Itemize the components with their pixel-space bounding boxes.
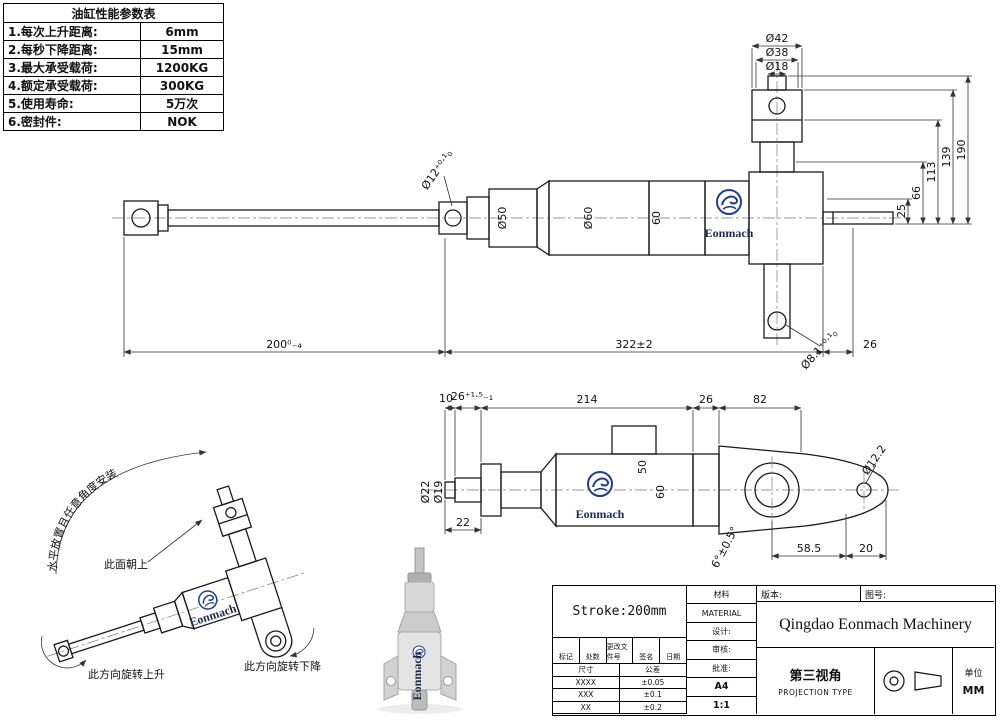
eonmach-logo-icon [716, 189, 742, 215]
rotate-down-note: 此方向旋转下降 [244, 659, 321, 673]
eonmach-logo-text: Eonmach [705, 226, 754, 240]
eonmach-logo-icon [587, 471, 613, 497]
table-row: 1.每次上升距离: 6mm [3, 22, 224, 41]
eonmach-logo-text: Eonmach [576, 507, 625, 521]
dim-label: 26 [863, 338, 877, 351]
tolerance-cell: XXXX [553, 676, 620, 689]
table-row: 4.额定承受载荷: 300KG [3, 76, 224, 95]
main-side-view: Eonmach Ø42 Ø38 Ø18 25 66 113 139 [112, 32, 972, 372]
tolerance-table: 尺寸 公差 XXXX ±0.05 XXX ±0.1 XX ±0.2 [553, 664, 687, 714]
tolerance-cell: ±0.05 [619, 677, 686, 689]
projection-label-cn: 第三视角 [789, 669, 842, 684]
unit-label: 单位 [964, 668, 983, 679]
version-label: 版本: [757, 586, 861, 602]
material-label-en: MATERIAL [687, 604, 756, 623]
table-row: 2.每秒下降距离: 15mm [3, 40, 224, 59]
svg-text:水平放置且任意角度安装: 水平放置且任意角度安装 [46, 467, 119, 573]
installation-note: 水平放置且任意角度安装 [46, 467, 119, 573]
dim-label: Ø12⁺⁰·¹₀ [419, 147, 456, 192]
dim-label: 22 [456, 516, 470, 529]
stroke-spec: Stroke:200mm [553, 586, 687, 638]
tolerance-header: 公差 [619, 664, 686, 677]
dim-label: 113 [925, 162, 938, 183]
revision-col: 更改文件号 [607, 638, 634, 663]
dim-label: 190 [955, 140, 968, 161]
param-label: 6.密封件: [3, 112, 141, 131]
dim-label: Ø42 [766, 32, 789, 45]
dim-label: 25 [895, 204, 908, 218]
param-label: 3.最大承受载荷: [3, 58, 141, 77]
dim-label: 26 [699, 393, 713, 406]
cylinder-parameter-table: 油缸性能参数表 1.每次上升距离: 6mm 2.每秒下降距离: 15mm 3.最… [3, 3, 224, 131]
projection-cell: 第三视角 PROJECTION TYPE [757, 648, 875, 714]
dim-label: Ø38 [766, 46, 789, 59]
table-row: 3.最大承受载荷: 1200KG [3, 58, 224, 77]
product-render: Eonmach [378, 547, 462, 714]
dim-label: Ø18 [766, 60, 789, 73]
dim-label: 10 [439, 392, 453, 405]
designer-label: 设计: [687, 623, 756, 642]
material-label-cn: 材料 [687, 586, 756, 605]
tolerance-cell: XX [553, 701, 620, 714]
param-value: 1200KG [140, 58, 224, 77]
unit-cell: 单位 MM [953, 648, 994, 714]
tolerance-cell: ±0.1 [619, 689, 686, 702]
dim-label: 139 [940, 147, 953, 168]
dim-label: 82 [753, 393, 767, 406]
sheet-size: A4 [687, 678, 756, 697]
projection-label-en: PROJECTION TYPE [778, 688, 853, 697]
tilted-installation-view: Eonmach 水平放置且任意角度安装 此面朝上 此方向旋转上升 此方向旋转下降 [40, 449, 321, 681]
drawing-scale: 1:1 [712, 699, 731, 711]
dim-label: 66 [910, 186, 923, 200]
revision-col: 处数 [580, 638, 607, 663]
dim-label: 6°±0.5° [709, 525, 741, 571]
table-row: 6.密封件: NOK [3, 112, 224, 131]
dim-label: 322±2 [615, 338, 652, 351]
drawing-number-label: 图号: [861, 586, 994, 602]
dim-label: 50 [636, 460, 649, 474]
param-value: NOK [140, 112, 224, 131]
dim-label: 26⁺¹·⁵₋₁ [451, 390, 493, 403]
rotate-up-note: 此方向旋转上升 [88, 667, 165, 681]
dim-label: Ø19 [432, 481, 445, 504]
tolerance-cell: XXX [553, 689, 620, 702]
dim-label: 60 [654, 485, 667, 499]
param-value: 15mm [140, 40, 224, 59]
second-side-view: Eonmach 10 26⁺¹·⁵₋₁ 214 26 82 Ø22 Ø19 [419, 390, 900, 570]
dim-label: 58.5 [797, 542, 822, 555]
face-up-note: 此面朝上 [104, 558, 148, 571]
company-name: Qingdao Eonmach Machinery [757, 602, 994, 648]
checker-label: 审核: [687, 641, 756, 660]
dim-label: 20 [859, 542, 873, 555]
unit-value: MM [962, 683, 985, 697]
approver-label: 批准: [687, 660, 756, 679]
dim-label: Ø8.1⁺⁰·¹₀ [798, 327, 841, 372]
dim-label: Ø50 [496, 207, 509, 230]
third-angle-projection-icon [882, 670, 942, 692]
revision-col: 日期 [666, 653, 681, 661]
dim-label: Ø60 [582, 207, 595, 230]
projection-symbol-cell [875, 648, 953, 714]
title-block-mid-column: 材料 MATERIAL 设计: 审核: 批准: A4 1:1 [687, 586, 757, 714]
tolerance-cell: ±0.2 [619, 702, 686, 714]
revision-col: 标记 [553, 638, 580, 663]
title-block-right: 版本: 图号: Qingdao Eonmach Machinery 第三视角 P… [757, 586, 994, 714]
dim-label: 60 [650, 211, 663, 225]
tolerance-header: 尺寸 [553, 664, 620, 677]
dim-label: 214 [577, 393, 598, 406]
title-block: Stroke:200mm 标记 处数 更改文件号 签名 日期 尺寸 公差 XXX… [552, 585, 996, 716]
dim-label: Ø22 [419, 481, 432, 504]
eonmach-logo-text: Eonmach [410, 651, 424, 700]
revision-col: 签名 [633, 638, 661, 663]
revision-strip: 标记 处数 更改文件号 签名 日期 [553, 638, 687, 664]
dim-label: 200⁰₋₄ [266, 338, 302, 351]
